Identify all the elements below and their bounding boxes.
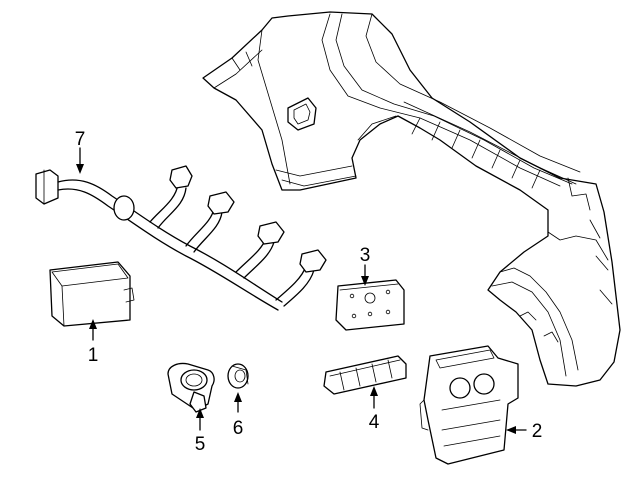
callout-4: 4 <box>369 412 380 433</box>
bracket-with-round-holes <box>419 345 519 465</box>
control-module <box>49 261 135 327</box>
callout-7: 7 <box>75 129 86 150</box>
park-assist-sensor <box>167 362 215 413</box>
mounting-plate <box>335 279 405 331</box>
sensor-grommet <box>227 363 249 389</box>
callout-1: 1 <box>88 345 99 366</box>
leader-lines <box>76 147 527 434</box>
callout-2: 2 <box>532 421 543 442</box>
callout-5: 5 <box>195 434 206 455</box>
sensor-bracket-strip <box>323 355 407 395</box>
bumper-cover <box>202 11 621 387</box>
callout-3: 3 <box>360 245 371 266</box>
wiring-harness <box>35 165 327 311</box>
callout-6: 6 <box>233 418 244 439</box>
